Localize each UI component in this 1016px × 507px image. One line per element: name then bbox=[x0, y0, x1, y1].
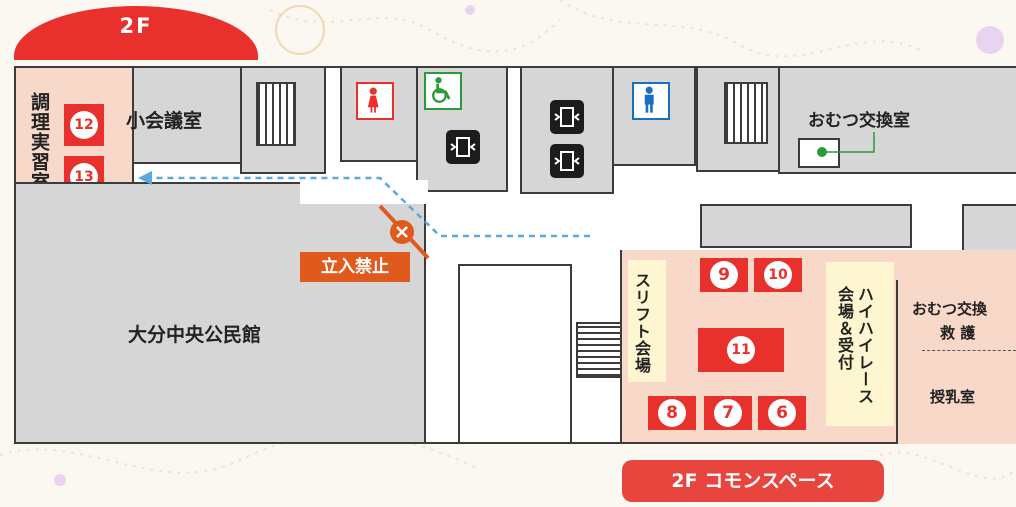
booth-11-number: 11 bbox=[727, 336, 755, 364]
community-hall bbox=[14, 182, 426, 444]
female-restroom-icon bbox=[356, 82, 394, 120]
commons-space-banner: 2F コモンスペース bbox=[622, 460, 884, 502]
male-restroom-icon bbox=[632, 82, 670, 120]
diaper-change-label: おむつ交換 bbox=[912, 300, 988, 318]
room-divider bbox=[922, 350, 1016, 351]
booth-7-number: 7 bbox=[714, 399, 742, 427]
elevator-icon bbox=[446, 130, 480, 164]
small-meeting-room-label: 小会議室 bbox=[126, 110, 203, 132]
elevator-icon bbox=[550, 144, 584, 178]
booth-10-number: 10 bbox=[764, 261, 792, 289]
stairs-lower bbox=[576, 322, 622, 378]
diaper-changing-pointer bbox=[817, 132, 875, 157]
community-hall-label: 大分中央公民館 bbox=[128, 324, 262, 346]
booth-8-number: 8 bbox=[658, 399, 686, 427]
stairs-left bbox=[256, 82, 296, 146]
booth-9-number: 9 bbox=[710, 261, 738, 289]
booth-12-number: 12 bbox=[70, 111, 98, 139]
crawling-race-label: ハイハイレース会場＆受付 bbox=[835, 286, 874, 405]
route-arrow bbox=[138, 171, 590, 238]
elevator-icon bbox=[550, 100, 584, 134]
nursing-room-label: 授乳室 bbox=[930, 388, 976, 406]
booth-6-number: 6 bbox=[768, 399, 796, 427]
diaper-changing-marker bbox=[798, 138, 840, 168]
hall-corner-cut bbox=[300, 180, 428, 204]
central-shaft bbox=[458, 264, 572, 444]
first-aid-label: 救 護 bbox=[940, 324, 976, 342]
diaper-first-aid-room bbox=[896, 280, 1016, 444]
stairs-right bbox=[724, 82, 768, 144]
no-entry-icon bbox=[390, 220, 414, 244]
wheelchair-icon bbox=[424, 72, 462, 110]
crawling-race-venue bbox=[826, 262, 894, 426]
no-entry-label: 立入禁止 bbox=[300, 252, 410, 282]
flea-market-label: スリフト会場 bbox=[632, 272, 651, 374]
diaper-changing-room-label: おむつ交換室 bbox=[808, 111, 910, 131]
corridor-block-right bbox=[700, 204, 912, 248]
flea-market-venue bbox=[628, 260, 666, 382]
cooking-room-label: 調理実習室 bbox=[28, 92, 50, 192]
